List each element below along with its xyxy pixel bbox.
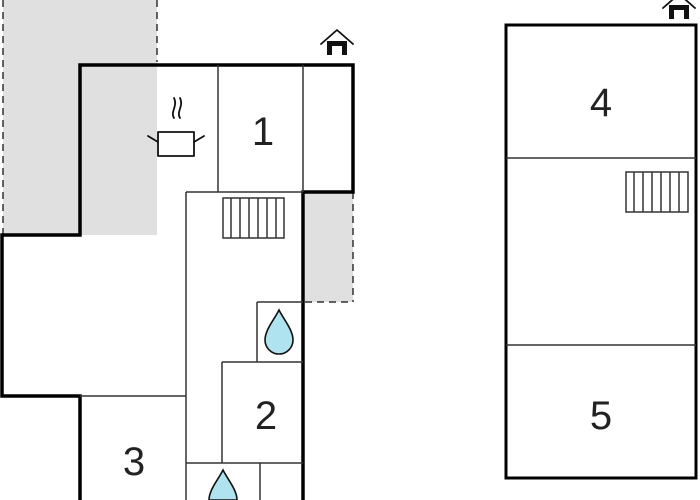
- water-drop-icon: [264, 308, 294, 355]
- right-building: [504, 23, 698, 480]
- stairs-icon: [222, 197, 285, 239]
- stairs-icon: [625, 171, 689, 213]
- room-label-4: 4: [590, 81, 612, 125]
- room-label-3: 3: [123, 440, 145, 484]
- shaded-area-middle: [305, 192, 353, 302]
- house-entrance-icon: [662, 0, 696, 19]
- room-label-5: 5: [590, 394, 612, 438]
- left-building-outer-wall: [0, 63, 355, 500]
- kitchen-pot-icon: [147, 97, 205, 157]
- house-entrance-icon: [320, 29, 354, 55]
- room-label-1: 1: [252, 110, 274, 154]
- left-building-interior-walls: [80, 65, 304, 500]
- room-label-2: 2: [255, 394, 277, 438]
- dashed-boundaries: [2, 0, 354, 303]
- water-drop-icon: [208, 468, 238, 500]
